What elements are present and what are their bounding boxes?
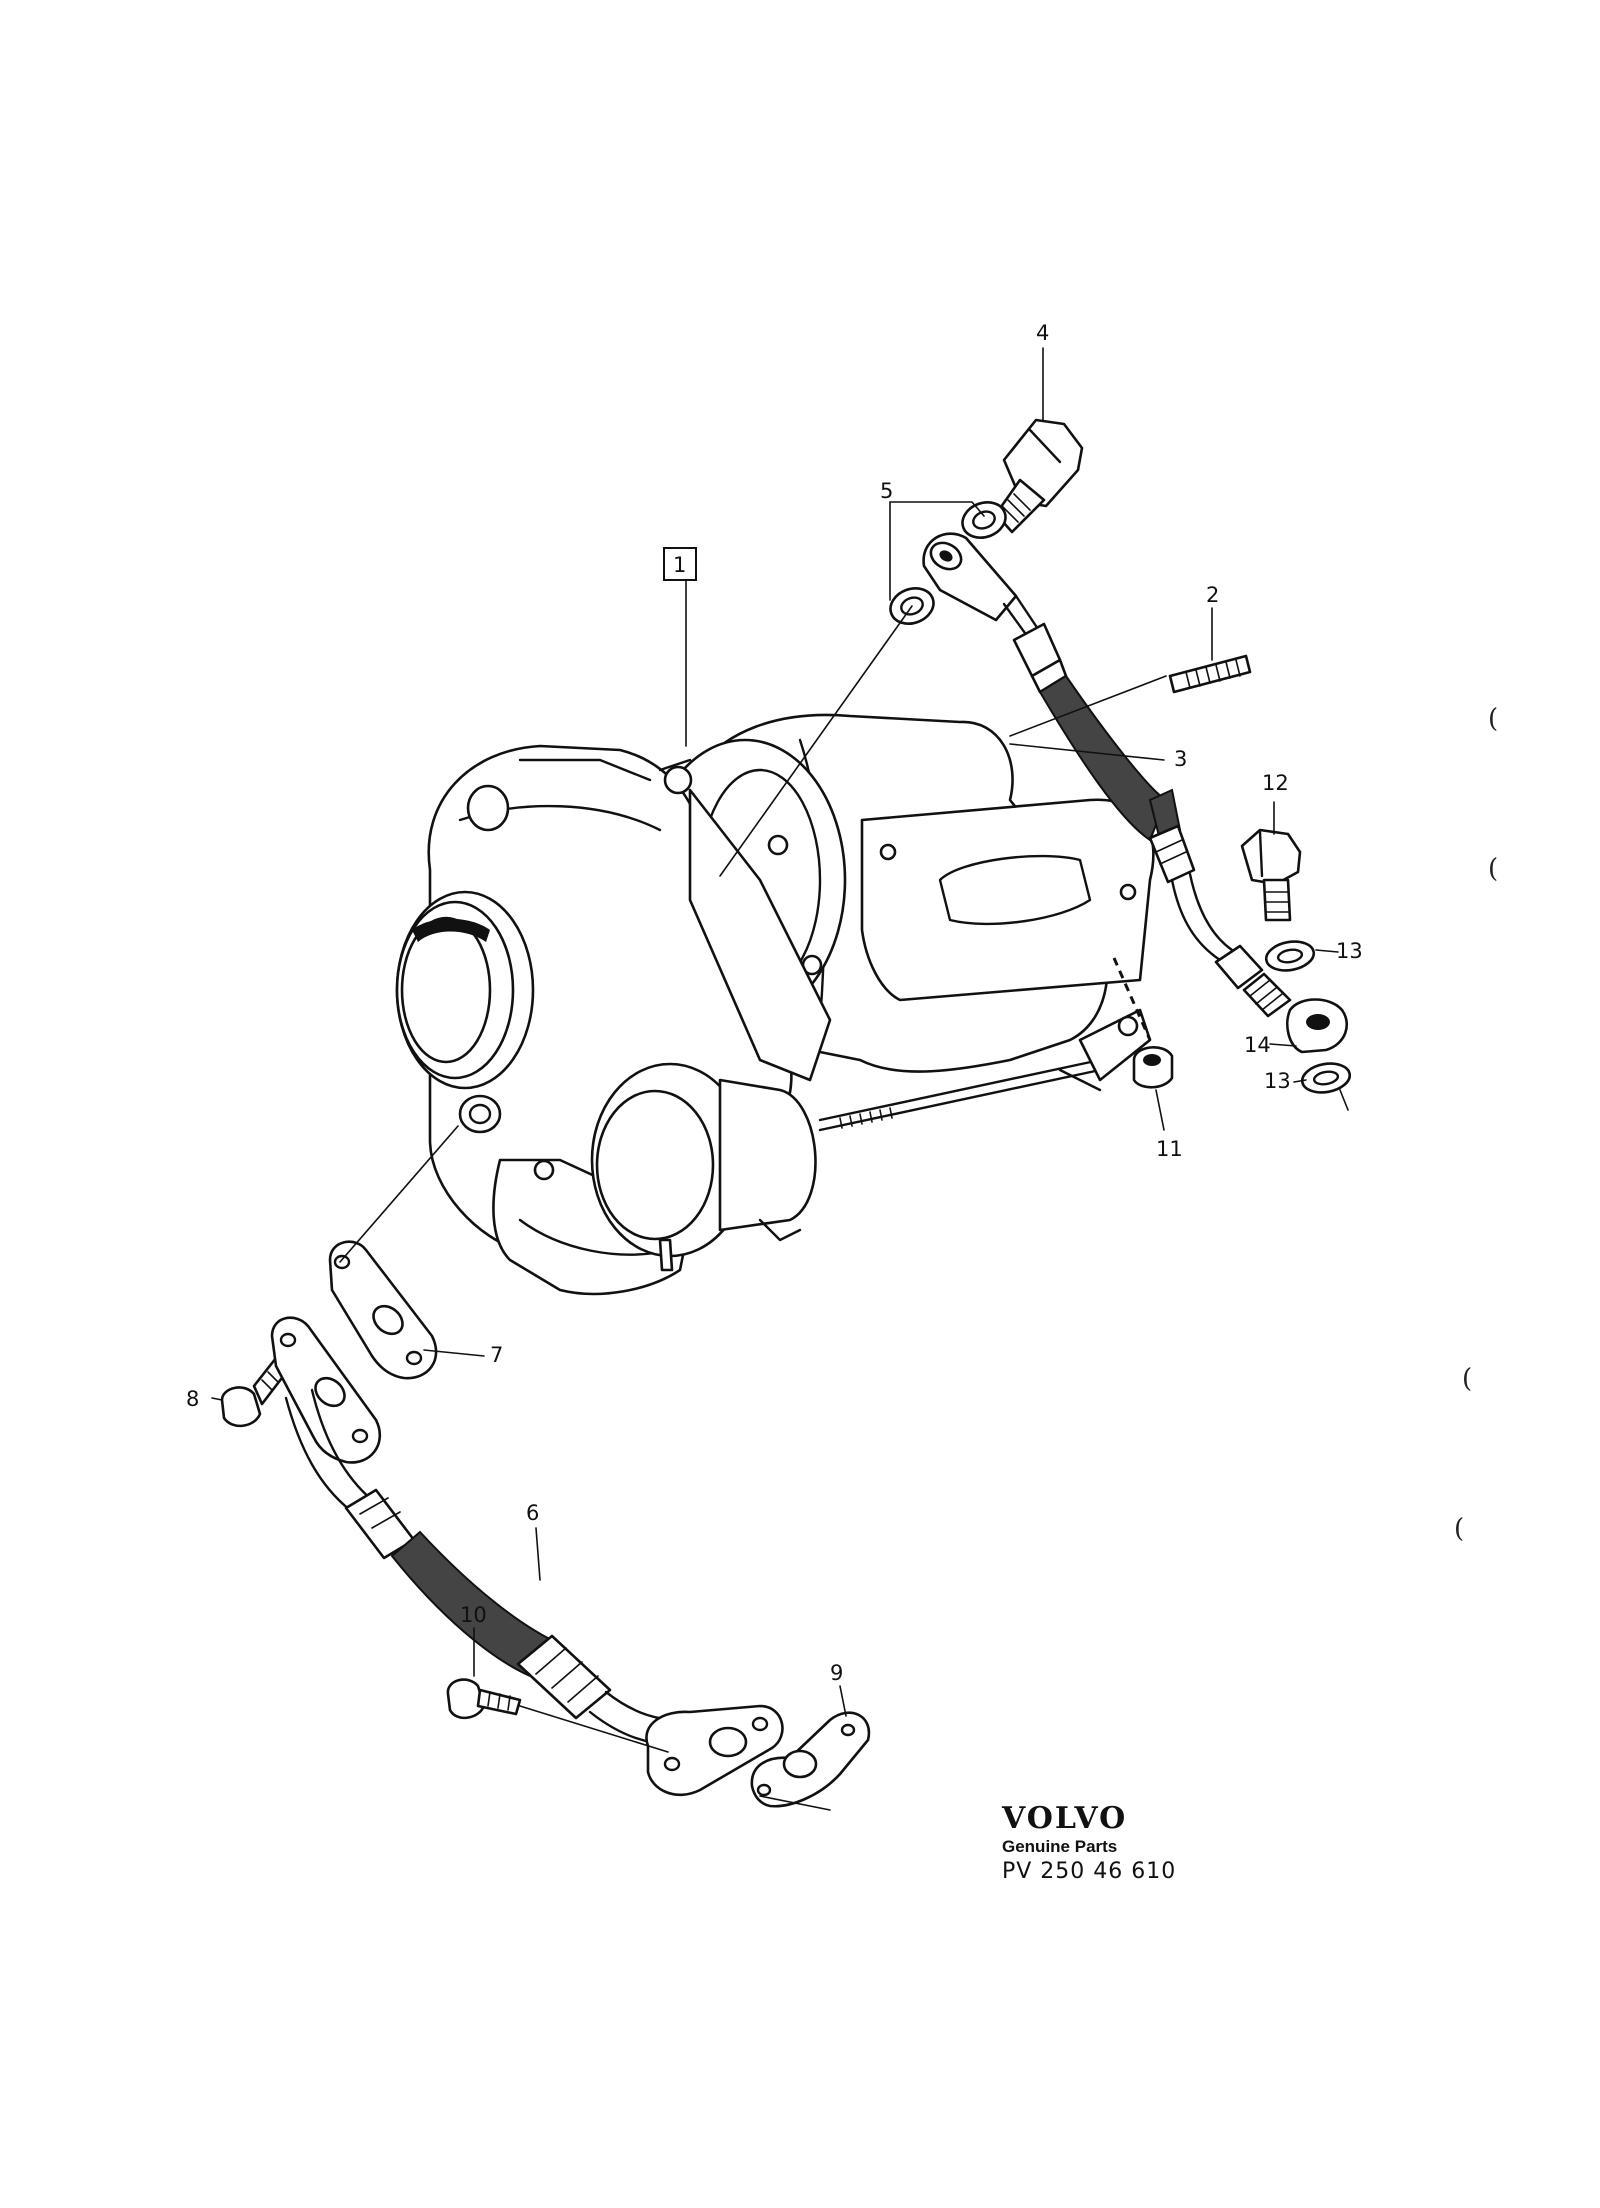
oil-feed-line: [922, 532, 1292, 1018]
callout-6: 6: [526, 1501, 539, 1525]
brand-subtitle: Genuine Parts: [1002, 1837, 1118, 1856]
oil-return-pipe: [270, 1316, 784, 1796]
part-code: PV 250 46 610: [1002, 1859, 1177, 1884]
callout-14: 14: [1244, 1033, 1271, 1057]
callout-7: 7: [490, 1343, 503, 1367]
callout-4: 4: [1036, 321, 1049, 345]
callout-2: 2: [1206, 583, 1219, 607]
callout-3: 3: [1174, 747, 1187, 771]
banjo-bolt-upper: [994, 418, 1084, 534]
stud: [1168, 654, 1252, 694]
brand-logo: VOLVO: [1002, 1801, 1128, 1836]
margin-mark-2: (: [1488, 854, 1499, 884]
gasket-upper: [328, 1240, 438, 1380]
sealing-washers-upper: [889, 501, 1007, 625]
callout-1: 1: [673, 553, 686, 577]
leader-lines: [211, 347, 1349, 1811]
banjo-fitting: [1286, 998, 1348, 1054]
callout-10: 10: [460, 1603, 487, 1627]
gasket-lower: [750, 1711, 871, 1808]
banjo-bolt-lower: [1240, 828, 1302, 922]
sealing-washers-lower: [1264, 940, 1352, 1094]
flange-bolt-lower: [446, 1678, 522, 1720]
brand-block: VOLVO Genuine Parts PV 250 46 610: [1002, 1802, 1262, 1886]
margin-mark-3: (: [1462, 1364, 1473, 1394]
turbocharger-assembly: [395, 713, 1155, 1296]
callout-12: 12: [1262, 771, 1289, 795]
callout-13-upper: 13: [1336, 939, 1363, 963]
callout-9: 9: [830, 1661, 843, 1685]
callout-labels: 4 5 1 2 3 12 13 14 13 11 7 8 6 10 9: [186, 321, 1363, 1685]
callout-13-lower: 13: [1264, 1069, 1291, 1093]
callout-8: 8: [186, 1387, 199, 1411]
margin-mark-1: (: [1488, 704, 1499, 734]
nut-dashed-leader: [1112, 957, 1152, 1041]
margin-mark-4: (: [1454, 1514, 1465, 1544]
nut: [1132, 1046, 1174, 1089]
callout-1-box: [663, 547, 697, 581]
callout-5: 5: [880, 479, 893, 503]
callout-11: 11: [1156, 1137, 1183, 1161]
